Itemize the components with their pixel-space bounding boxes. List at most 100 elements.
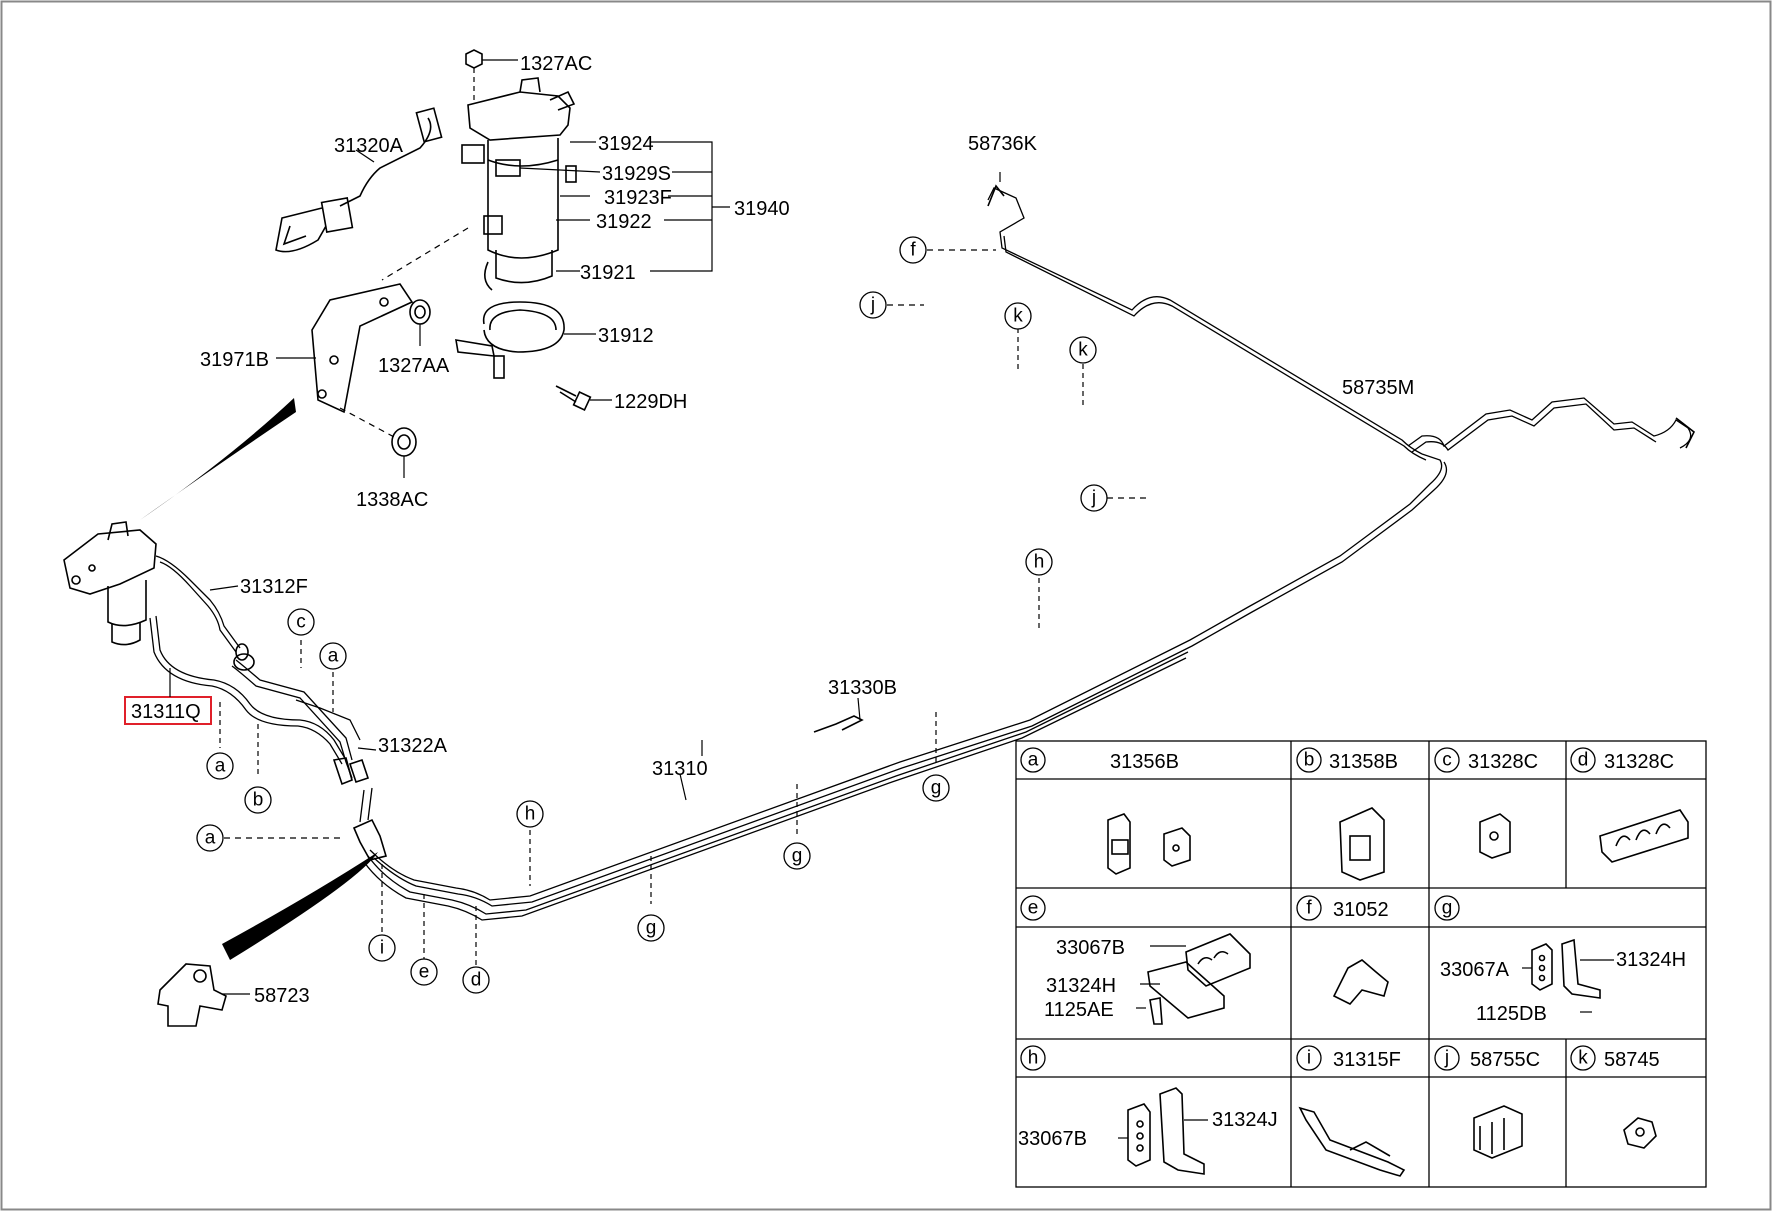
- svg-text:a: a: [1028, 750, 1039, 771]
- clip-legend-table: a 31356B b 31358B c 31328C d 31328C: [1015, 740, 1707, 1188]
- svg-text:e: e: [1028, 898, 1039, 919]
- callout-b: b: [244, 786, 272, 814]
- svg-text:j: j: [870, 295, 875, 316]
- callout-k-1: k: [1004, 302, 1032, 330]
- label-31310: 31310: [652, 758, 708, 780]
- svg-text:a: a: [205, 828, 216, 849]
- svg-text:33067A: 33067A: [1440, 959, 1510, 981]
- label-31320A: 31320A: [334, 135, 404, 157]
- svg-text:31324H: 31324H: [1616, 949, 1686, 971]
- label-1327AC: 1327AC: [520, 53, 592, 75]
- legend-cell-b: b 31358B: [1296, 747, 1398, 881]
- svg-text:c: c: [296, 612, 306, 633]
- fuel-pipe-bundle: [149, 172, 1696, 966]
- callout-j-top: j: [859, 291, 887, 319]
- svg-text:31324J: 31324J: [1212, 1109, 1278, 1131]
- label-31311Q: 31311Q: [131, 701, 201, 723]
- svg-text:h: h: [1034, 552, 1045, 573]
- callout-h-left: h: [516, 800, 544, 828]
- label-31912: 31912: [598, 325, 654, 347]
- svg-text:h: h: [1028, 1048, 1039, 1069]
- svg-text:33067B: 33067B: [1056, 937, 1125, 959]
- label-31929S: 31929S: [602, 163, 671, 185]
- label-58723: 58723: [254, 985, 310, 1007]
- svg-text:c: c: [1442, 750, 1452, 771]
- callouts: f j k k j h g g g h c a a b a i e d: [196, 236, 1108, 994]
- callout-g-right: g: [922, 774, 950, 802]
- legend-cell-g: g 33067A 31324H 1125DB: [1434, 895, 1686, 1025]
- callout-g-left: g: [637, 914, 665, 942]
- svg-text:31324H: 31324H: [1046, 975, 1116, 997]
- svg-text:31358B: 31358B: [1329, 751, 1398, 773]
- callout-j-mid: j: [1080, 484, 1108, 512]
- legend-cell-h: h 33067B 31324J: [1018, 1045, 1278, 1175]
- label-31971B: 31971B: [200, 349, 269, 371]
- label-31922: 31922: [596, 211, 652, 233]
- arc-arrow-bottom: [222, 852, 378, 960]
- label-31330B: 31330B: [828, 677, 897, 699]
- legend-cell-e: e 33067B 31324H 1125AE: [1020, 895, 1251, 1025]
- label-58735M: 58735M: [1342, 377, 1414, 399]
- svg-text:58745: 58745: [1604, 1049, 1660, 1071]
- svg-text:f: f: [1306, 898, 1312, 919]
- svg-text:g: g: [1442, 898, 1453, 919]
- svg-text:e: e: [419, 962, 430, 983]
- svg-text:g: g: [931, 778, 942, 799]
- svg-text:i: i: [1307, 1048, 1311, 1069]
- label-1338AC: 1338AC: [356, 489, 428, 511]
- highlight-box-31311Q: [124, 696, 212, 725]
- svg-text:d: d: [471, 970, 482, 991]
- label-1229DH: 1229DH: [614, 391, 687, 413]
- svg-text:31052: 31052: [1333, 899, 1389, 921]
- callout-k-2: k: [1069, 336, 1097, 364]
- svg-text:j: j: [1444, 1048, 1449, 1069]
- svg-text:k: k: [1078, 340, 1088, 361]
- legend-cell-c: c 31328C: [1434, 747, 1538, 859]
- callout-a-side: a: [196, 824, 224, 852]
- svg-text:a: a: [215, 756, 226, 777]
- svg-text:g: g: [792, 846, 803, 867]
- svg-text:f: f: [910, 240, 916, 261]
- svg-text:b: b: [253, 790, 264, 811]
- callout-d: d: [462, 966, 490, 994]
- callout-a-upper: a: [319, 642, 347, 670]
- bracket-58723: [157, 963, 250, 1027]
- callout-c: c: [287, 608, 315, 636]
- svg-text:i: i: [380, 938, 384, 959]
- legend-cell-f: f 31052: [1296, 895, 1389, 1005]
- label-31322A: 31322A: [378, 735, 448, 757]
- legend-cell-j: j 58755C: [1434, 1045, 1540, 1159]
- svg-text:g: g: [646, 918, 657, 939]
- legend-cell-d: d 31328C: [1570, 747, 1689, 863]
- svg-text:a: a: [328, 646, 339, 667]
- svg-text:j: j: [1091, 488, 1096, 509]
- label-1327AA: 1327AA: [378, 355, 450, 377]
- callout-h-right: h: [1025, 548, 1053, 576]
- label-31312F: 31312F: [240, 576, 308, 598]
- legend-cell-a: a 31356B: [1020, 747, 1191, 875]
- arc-arrow-top: [140, 398, 296, 520]
- svg-text:k: k: [1013, 306, 1023, 327]
- label-31921: 31921: [580, 262, 636, 284]
- svg-text:31356B: 31356B: [1110, 751, 1179, 773]
- label-31924: 31924: [598, 133, 654, 155]
- svg-text:1125AE: 1125AE: [1044, 999, 1114, 1021]
- callout-e: e: [410, 958, 438, 986]
- svg-text:31328C: 31328C: [1604, 751, 1674, 773]
- label-31940: 31940: [734, 198, 790, 220]
- label-31923F: 31923F: [604, 187, 672, 209]
- callout-i: i: [368, 934, 396, 962]
- svg-text:58755C: 58755C: [1470, 1049, 1540, 1071]
- svg-text:1125DB: 1125DB: [1476, 1003, 1547, 1025]
- svg-text:h: h: [525, 804, 536, 825]
- legend-cell-k: k 58745: [1570, 1045, 1660, 1149]
- label-58736K: 58736K: [968, 133, 1038, 155]
- legend-cell-i: i 31315F: [1296, 1045, 1406, 1177]
- callout-f: f: [899, 236, 927, 264]
- svg-text:31328C: 31328C: [1468, 751, 1538, 773]
- callout-g-mid: g: [783, 842, 811, 870]
- svg-text:k: k: [1578, 1048, 1588, 1069]
- svg-text:31315F: 31315F: [1333, 1049, 1401, 1071]
